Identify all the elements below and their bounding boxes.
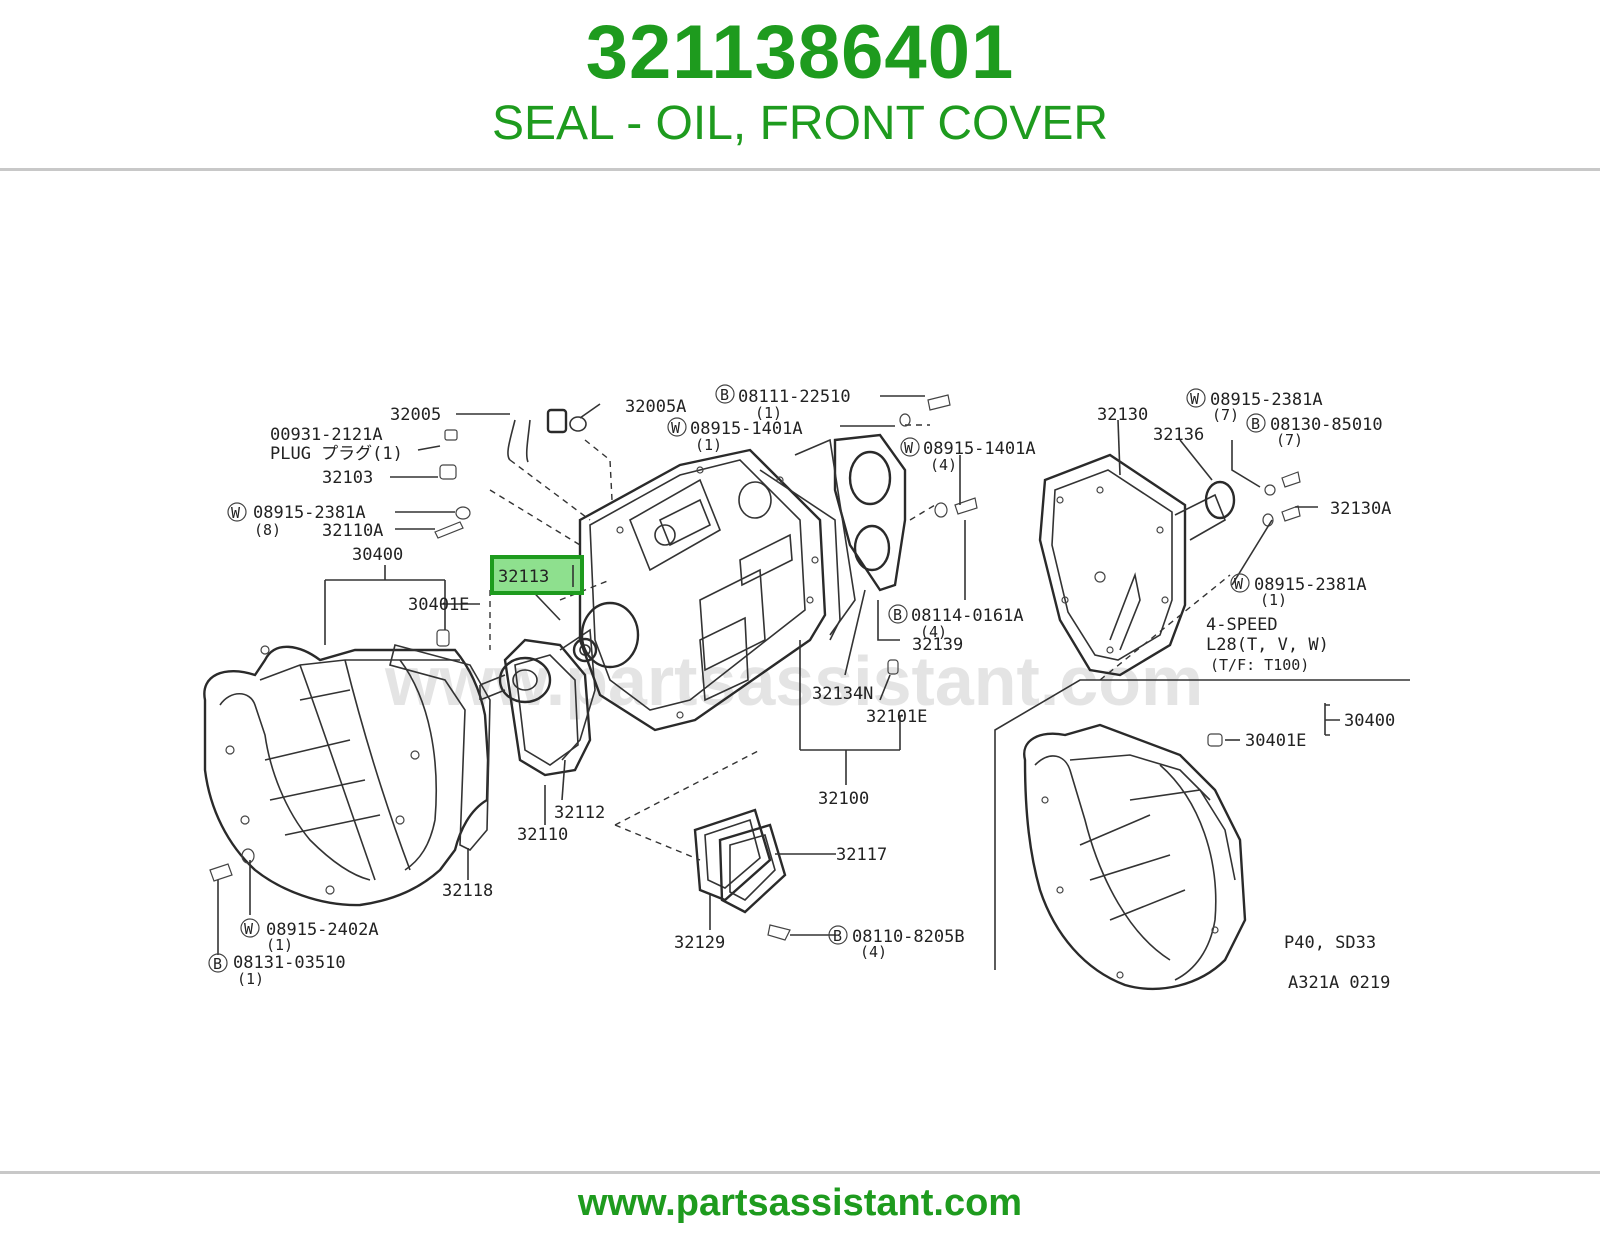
assembly-lines [489,424,936,861]
part-label: 08915-2381A [253,503,366,523]
section-dividers [994,679,1410,970]
quantity-label: (1) [266,936,293,954]
washer-symbol: W [244,920,254,938]
highlight-box[interactable] [490,555,584,595]
variant-label: 4-SPEED [1206,615,1278,635]
bolts-washers [209,394,978,882]
part-label: 32129 [674,933,725,953]
part-label-32113[interactable]: 32113 [498,567,549,587]
quantity-label: (7) [1276,431,1303,449]
rear-gasket-plate [794,433,907,636]
part-labels: 32005 32005A B 08111-22510 (1) W 08915-1… [208,384,1395,993]
plug-label: PLUG プラグ(1) [270,444,403,464]
header: 3211386401 SEAL - OIL, FRONT COVER [0,0,1600,170]
header-divider [0,168,1600,171]
part-label: 32117 [836,845,887,865]
part-label: 30400 [1344,711,1395,731]
washer-symbol: W [1234,575,1244,593]
diagram-code: A321A 0219 [1288,973,1390,993]
part-number: 3211386401 [585,10,1015,95]
part-label: 32103 [322,468,373,488]
variant-label: P40, SD33 [1284,933,1376,953]
part-label: 08915-2381A [1254,575,1367,595]
part-label: 32130 [1097,405,1148,425]
rear-extension-4speed [1038,453,1301,681]
highlight-32113[interactable]: 32113 [490,555,584,595]
footer-url[interactable]: www.partsassistant.com [577,1182,1023,1224]
part-label: 32112 [554,803,605,823]
washer-symbol: W [1190,390,1200,408]
switch-sensor [434,408,587,539]
bolt-symbol: B [1251,415,1260,433]
washer-symbol: W [904,439,914,457]
part-label: 32136 [1153,425,1204,445]
part-label: 30401E [408,595,469,615]
part-label: 08915-1401A [690,419,803,439]
part-label: 32005A [625,397,686,417]
part-label: 32101E [866,707,927,727]
part-label: 32100 [818,789,869,809]
part-label: 30401E [1245,731,1306,751]
quantity-label: (4) [860,943,887,961]
variant-label: (T/F: T100) [1210,656,1309,674]
part-label: 08131-03510 [233,953,346,973]
quantity-label: (1) [237,970,264,988]
footer-divider [0,1171,1600,1174]
part-description: SEAL - OIL, FRONT COVER [491,97,1109,150]
bottom-cover [693,808,791,941]
part-label: 00931-2121A [270,425,383,445]
main-case [578,448,841,732]
quantity-label: (4) [920,623,947,641]
part-label: 32139 [912,635,963,655]
part-label: 32110A [322,521,383,541]
washer-symbol: W [671,419,681,437]
part-label: 32134N [812,684,873,704]
part-label: 32110 [517,825,568,845]
part-label: 32130A [1330,499,1391,519]
bolt-symbol: B [893,606,902,624]
bolt-symbol: B [213,955,222,973]
bolt-symbol: B [833,927,842,945]
part-label: 08915-2381A [1210,390,1323,410]
part-label: 32005 [390,405,441,425]
washer-symbol: W [231,504,241,522]
variant-label: L28(T, V, W) [1206,635,1329,655]
quantity-label: (1) [1260,591,1287,609]
part-label: 08114-0161A [911,606,1024,626]
part-label: 08130-85010 [1270,415,1383,435]
bell-housing-right [1023,723,1247,991]
part-label: 30400 [352,545,403,565]
quantity-label: (1) [755,404,782,422]
part-label: 32118 [442,881,493,901]
part-label: 08111-22510 [738,387,851,407]
bell-housing-left [203,629,491,907]
bolt-symbol: B [720,386,729,404]
quantity-label: (1) [695,436,722,454]
part-label: 08915-2402A [266,920,379,940]
part-label: 08915-1401A [923,439,1036,459]
part-label: 08110-8205B [852,927,965,947]
quantity-label: (8) [254,521,281,539]
quantity-label: (7) [1212,406,1239,424]
quantity-label: (4) [930,456,957,474]
